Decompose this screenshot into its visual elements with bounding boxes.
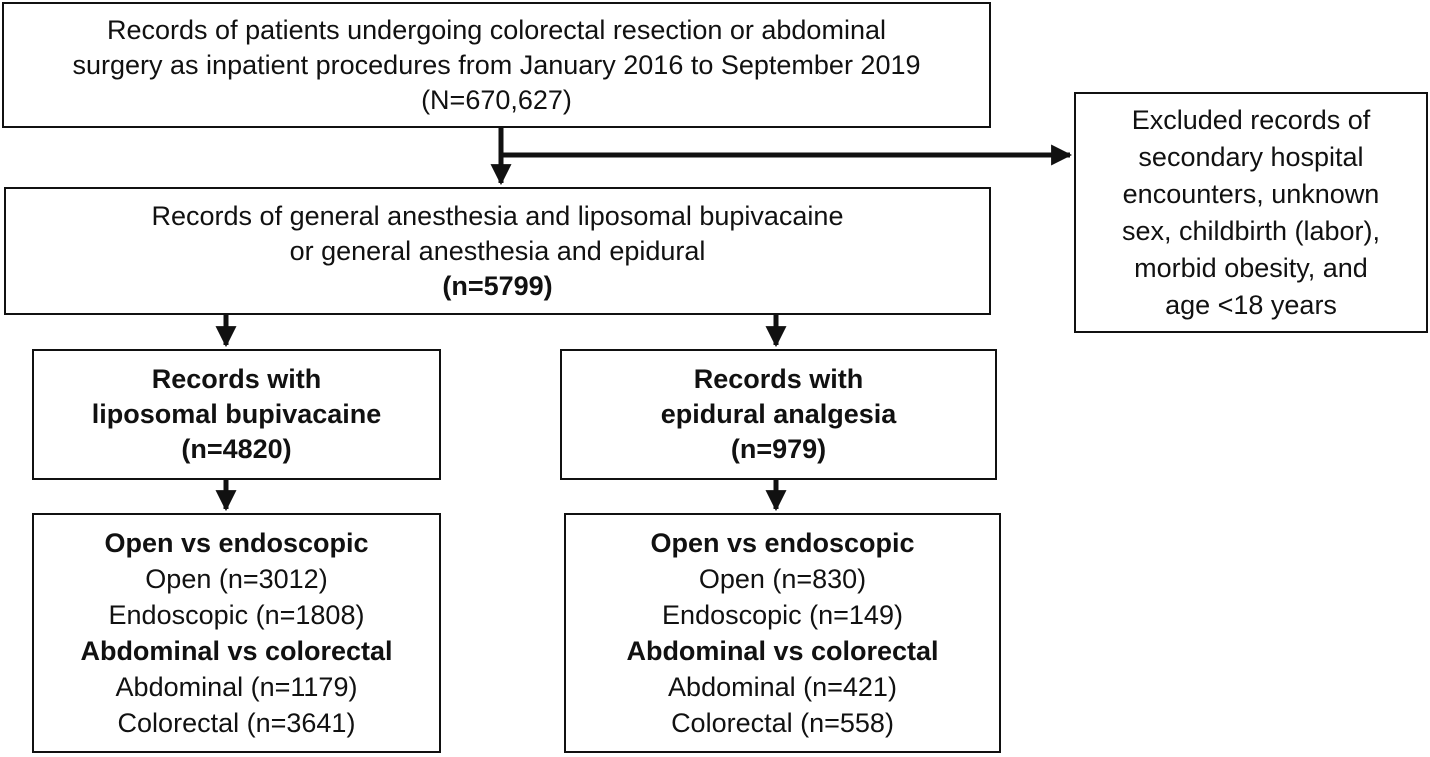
box-text: Records with (693, 364, 864, 394)
box-text: surgery as inpatient procedures from Jan… (72, 49, 921, 80)
breakdown-item: Colorectal (n=3641) (117, 708, 356, 738)
box-all-records: Records of patients undergoing colorecta… (2, 2, 991, 128)
box-count: (n=5799) (442, 270, 553, 301)
box-liposomal-breakdown: Open vs endoscopic Open (n=3012) Endosco… (32, 513, 441, 753)
box-count: (n=4820) (181, 434, 292, 464)
box-text: secondary hospital (1138, 141, 1364, 172)
box-text: or general anesthesia and epidural (289, 235, 706, 266)
box-text: Records of general anesthesia and liposo… (151, 200, 844, 231)
box-text: epidural analgesia (660, 399, 897, 429)
breakdown-item: Open (n=3012) (145, 564, 328, 594)
box-count: (n=979) (730, 434, 827, 464)
breakdown-item: Endoscopic (n=149) (662, 600, 903, 630)
box-text: sex, childbirth (labor), (1121, 215, 1381, 246)
box-anesthesia-records: Records of general anesthesia and liposo… (4, 187, 991, 315)
box-epidural-analgesia: Records with epidural analgesia (n=979) (560, 349, 997, 480)
box-count: (N=670,627) (421, 84, 572, 115)
breakdown-heading: Abdominal vs colorectal (626, 636, 939, 666)
breakdown-item: Abdominal (n=1179) (115, 672, 358, 702)
box-text: Records with (151, 364, 322, 394)
box-epidural-breakdown: Open vs endoscopic Open (n=830) Endoscop… (564, 513, 1001, 753)
breakdown-item: Open (n=830) (698, 564, 867, 594)
breakdown-item: Abdominal (n=421) (668, 672, 897, 702)
box-text: age <18 years (1165, 289, 1337, 320)
breakdown-item: Endoscopic (n=1808) (108, 600, 365, 630)
breakdown-heading: Open vs endoscopic (650, 528, 915, 558)
breakdown-heading: Abdominal vs colorectal (80, 636, 393, 666)
box-text: morbid obesity, and (1134, 252, 1368, 283)
box-excluded-records: Excluded records of secondary hospital e… (1074, 92, 1428, 333)
box-text: liposomal bupivacaine (91, 399, 382, 429)
box-liposomal-bupivacaine: Records with liposomal bupivacaine (n=48… (32, 349, 441, 480)
breakdown-item: Colorectal (n=558) (671, 708, 894, 738)
box-text: Excluded records of (1131, 104, 1371, 135)
breakdown-heading: Open vs endoscopic (104, 528, 369, 558)
box-text: Records of patients undergoing colorecta… (107, 14, 886, 45)
box-text: encounters, unknown (1122, 178, 1380, 209)
